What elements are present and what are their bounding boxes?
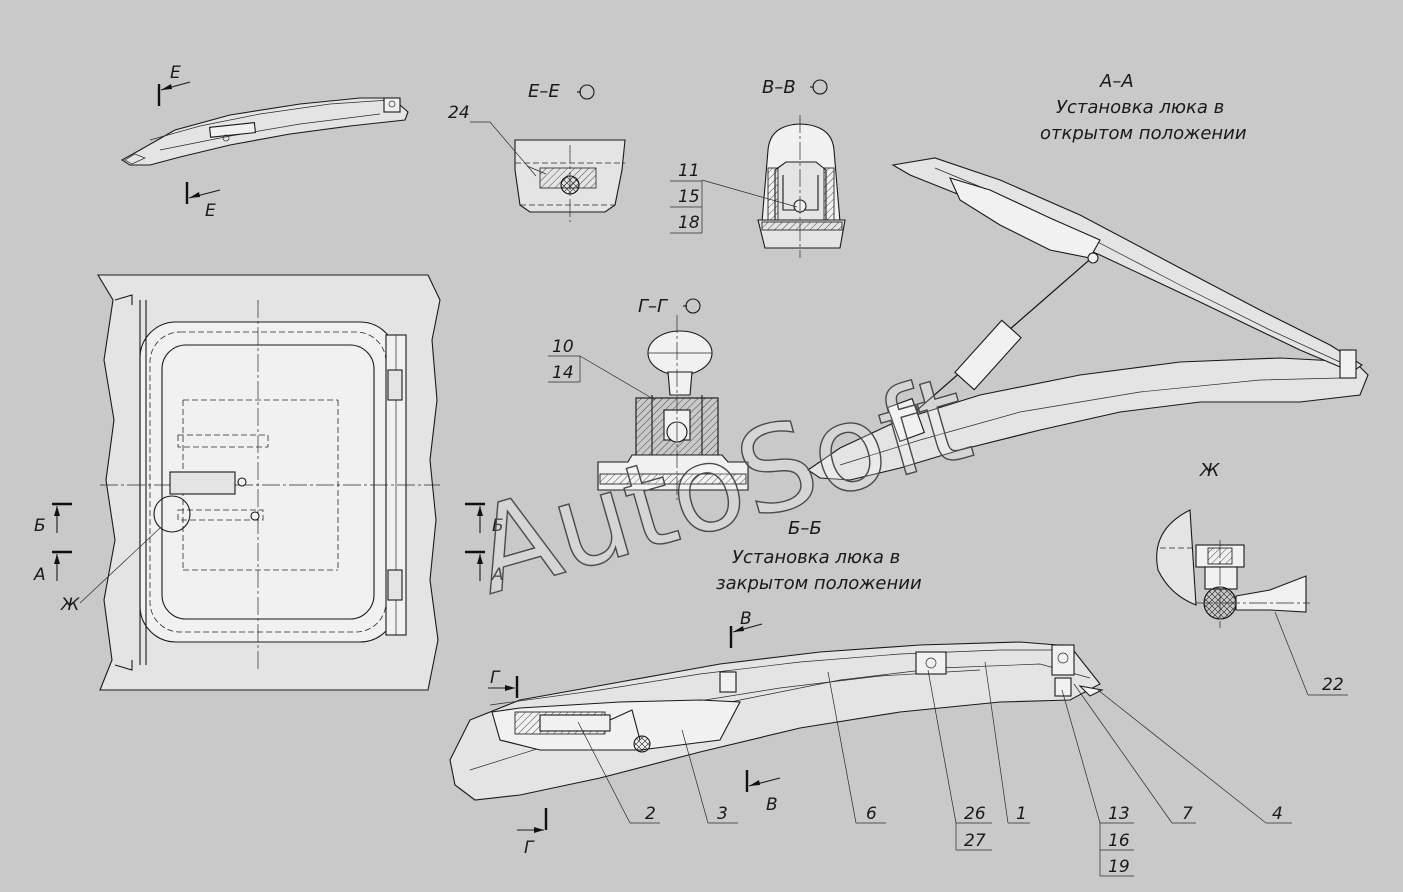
cut-label-v-top: В (740, 609, 752, 629)
cut-label-v-bottom: В (766, 795, 778, 815)
callout-3: 3 (717, 804, 728, 824)
cut-label-b-right: Б (492, 516, 504, 536)
detail-zh: Ж 22 (1156, 460, 1348, 696)
callout-2: 2 (645, 804, 656, 824)
cut-marks-b-a: Б А Б А (33, 502, 504, 585)
view-rotation-icon-vv (812, 79, 828, 95)
callout-10: 10 (552, 337, 574, 357)
cut-mark-e-top: Е (157, 63, 191, 106)
detail-zh-circle (153, 495, 191, 533)
callout-27: 27 (964, 831, 986, 851)
section-e-e-title: Е–Е (528, 81, 560, 102)
section-a-a-title: А–А (1099, 71, 1134, 92)
callout-14: 14 (552, 363, 574, 383)
view-rotation-icon (579, 84, 595, 100)
callout-24: 24 (448, 103, 470, 123)
cut-label-a-left: А (33, 565, 46, 585)
callout-4: 4 (1272, 804, 1283, 824)
section-v-v: В–В 11 15 18 (670, 77, 846, 258)
cut-mark-e-bottom: Е (185, 182, 221, 221)
section-g-g: Г–Г 10 14 (548, 296, 749, 500)
section-g-g-title: Г–Г (638, 296, 669, 317)
callout-1: 1 (1016, 804, 1027, 824)
section-b-b-title: Б–Б (788, 518, 822, 539)
cut-label-g-bottom: Г (524, 838, 535, 858)
callout-13: 13 (1108, 804, 1130, 824)
cut-label-a-right: А (491, 565, 504, 585)
section-e-e: Е–Е 24 (448, 81, 626, 222)
callout-26: 26 (964, 804, 986, 824)
callout-19: 19 (1108, 857, 1130, 877)
cut-label-b-left: Б (34, 516, 46, 536)
section-v-v-title: В–В (762, 77, 796, 98)
callout-11: 11 (678, 161, 700, 181)
callout-16: 16 (1108, 831, 1130, 851)
callout-22: 22 (1322, 675, 1344, 695)
section-a-a-subtitle-2: открытом положении (1040, 123, 1247, 144)
section-b-b-subtitle-2: закрытом положении (716, 573, 922, 594)
callout-7: 7 (1182, 804, 1193, 824)
section-b-b: Б–Б Установка люка в закрытом положении … (449, 518, 1292, 877)
side-view-small (120, 97, 409, 166)
callout-6: 6 (866, 804, 877, 824)
section-b-b-subtitle-1: Установка люка в (732, 547, 900, 568)
cut-label-e-bottom: Е (205, 201, 216, 221)
callout-zh: Ж (60, 595, 80, 615)
view-rotation-icon-gg (685, 298, 701, 314)
callout-18: 18 (678, 213, 700, 233)
cut-label-g-top: Г (490, 668, 501, 688)
section-a-a: А–А Установка люка в открытом положении (807, 71, 1369, 481)
section-a-a-subtitle-1: Установка люка в (1056, 97, 1224, 118)
detail-zh-title: Ж (1199, 460, 1220, 481)
callout-15: 15 (678, 187, 700, 207)
plan-view: Ж (60, 274, 441, 691)
cut-label-e-top: Е (170, 63, 181, 83)
